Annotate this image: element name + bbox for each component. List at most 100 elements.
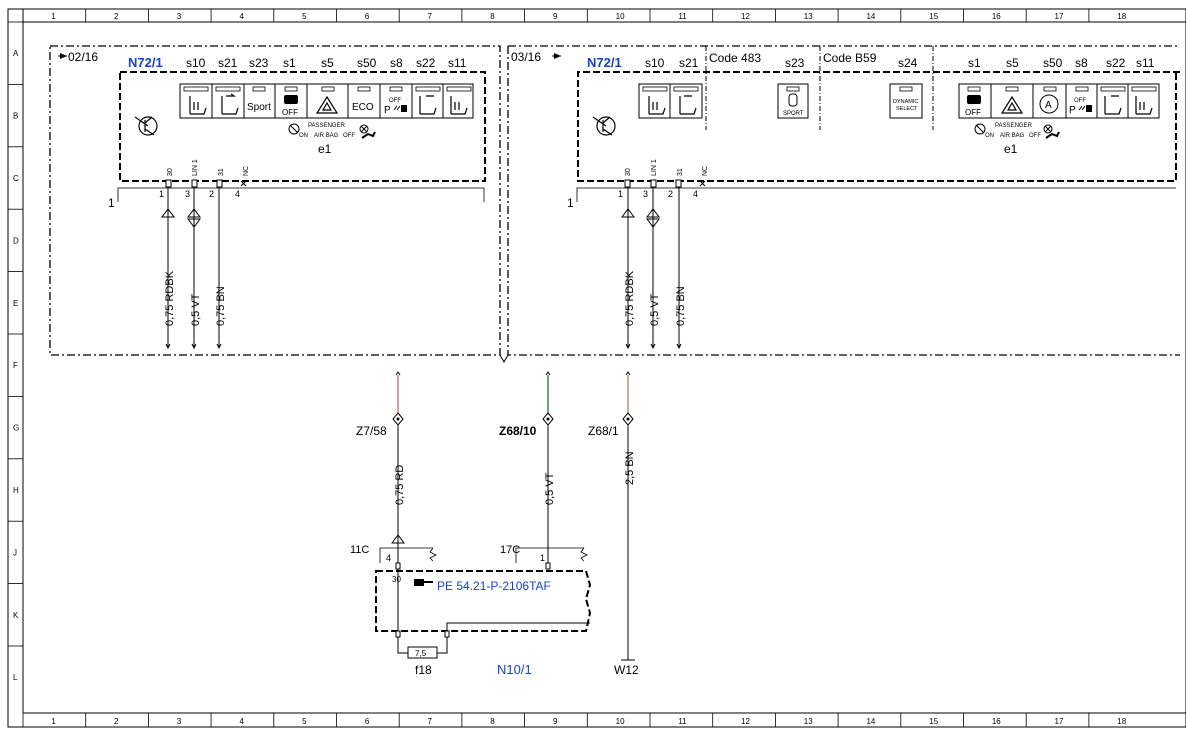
right-connector: 1 1 3 2 4 30 LIN 1 31 NC (567, 159, 1176, 210)
left-ref[interactable]: 02/16 (68, 50, 98, 64)
esp-off-icon-r: OFF (965, 95, 981, 117)
left-pin-marker (391, 534, 405, 544)
grid-row-label: C (13, 174, 19, 183)
svg-text:PASSENGER: PASSENGER (308, 123, 346, 129)
svg-text:2: 2 (209, 189, 214, 199)
seat-heat-icon-r2 (1104, 95, 1122, 115)
switch-label: s21 (218, 56, 238, 70)
svg-text:4: 4 (235, 189, 240, 199)
svg-text:LIN 1: LIN 1 (651, 159, 658, 176)
boundary-junction (499, 354, 509, 364)
code-483-title: Code 483 (709, 51, 761, 65)
svg-text:1: 1 (540, 553, 545, 563)
switch-label: s5 (321, 56, 334, 70)
esp-off-icon: OFF (282, 95, 298, 117)
right-wire-vt: 0,5 VT (649, 293, 661, 326)
grid-col-label: 17 (1055, 717, 1064, 726)
grid-col-label: 4 (239, 717, 244, 726)
svg-text:1: 1 (159, 189, 164, 199)
btn-off-small-text: OFF (389, 98, 401, 104)
grid-col-label: 10 (616, 717, 625, 726)
right-wire-rdbk: 0,75 RDBK (624, 270, 636, 326)
svg-text:30: 30 (625, 168, 632, 176)
code-b59-switch: s24 (898, 56, 918, 70)
grid-col-label: 9 (553, 717, 558, 726)
btn-eco-text: ECO (352, 102, 374, 113)
grid-col-label: 18 (1117, 12, 1126, 21)
svg-text:A: A (1045, 100, 1052, 111)
start-stop-icon: A (1039, 94, 1059, 114)
svg-text:SELECT: SELECT (896, 106, 918, 112)
svg-text:OFF: OFF (965, 108, 981, 117)
grid-row-label: K (13, 611, 19, 620)
left-wire-bn: 0,75 BN (215, 286, 227, 326)
svg-text:NC: NC (243, 166, 250, 176)
svg-text:31: 31 (218, 168, 225, 176)
grid-col-label: 7 (428, 717, 433, 726)
grid-col-label: 17 (1055, 12, 1064, 21)
grid-row-label: J (13, 548, 17, 557)
left-wires (161, 187, 222, 350)
svg-text:1: 1 (618, 189, 623, 199)
switch-label: s22 (416, 56, 436, 70)
left-module-name[interactable]: N72/1 (128, 55, 163, 70)
grid-col-label: 14 (866, 12, 875, 21)
label-z68-1[interactable]: Z68/1 (588, 424, 619, 438)
svg-text:1: 1 (567, 196, 574, 210)
label-11c: 11C (350, 544, 369, 556)
svg-text:1: 1 (108, 196, 115, 210)
switch-label: s23 (249, 56, 269, 70)
grid-col-label: 16 (992, 12, 1001, 21)
grid-col-label: 8 (490, 12, 495, 21)
dynamic-select-button: DYNAMIC SELECT (889, 83, 923, 119)
right-wire-bn: 0,75 BN (675, 286, 687, 326)
grid-col-label: 12 (741, 717, 750, 726)
switch-label: s8 (390, 56, 403, 70)
right-module-name[interactable]: N72/1 (587, 55, 622, 70)
frame (7, 8, 1186, 728)
grid-col-label: 13 (804, 12, 813, 21)
module-n10-1[interactable]: N10/1 (497, 662, 532, 677)
grid-col-label: 16 (992, 717, 1001, 726)
label-z68-10[interactable]: Z68/10 (499, 424, 537, 438)
grid-row-label: D (13, 236, 19, 245)
grid-row-label: E (13, 299, 18, 308)
lower-section: Z7/58 Z68/10 Z68/1 0,75 RD 0,5 VT 2,5 BN… (350, 371, 639, 677)
seat-heat-icon-r (648, 96, 666, 115)
seat-adjust-icon-r2 (1135, 96, 1153, 115)
fuse-value: 7,5 (415, 649, 427, 658)
grid-col-label: 14 (866, 717, 875, 726)
right-outer-boundary (507, 45, 1180, 356)
fuse-label: f18 (415, 663, 432, 677)
svg-text:OFF: OFF (343, 133, 355, 139)
grid-col-label: 2 (114, 12, 119, 21)
svg-text:4: 4 (693, 189, 698, 199)
right-ref[interactable]: 03/16 (511, 50, 541, 64)
left-module-box (119, 71, 486, 182)
left-button-strip: Sport OFF ECO OFF P (179, 83, 474, 119)
svg-text:LIN 1: LIN 1 (192, 159, 199, 176)
grid-row-label: B (13, 112, 18, 121)
ref-link-text[interactable]: PE 54.21-P-2106TAF (437, 579, 551, 593)
right-wires (621, 187, 682, 350)
right-module-box (577, 71, 1180, 182)
left-wire-rdbk: 0,75 RDBK (164, 270, 176, 326)
label-z7-58[interactable]: Z7/58 (356, 424, 387, 438)
svg-text:3: 3 (185, 189, 190, 199)
svg-text:ON: ON (299, 133, 308, 139)
reference-link[interactable]: PE 54.21-P-2106TAF (414, 579, 551, 593)
svg-text:SPORT: SPORT (783, 111, 804, 117)
switch-label: s8 (1075, 56, 1088, 70)
hazard-icon (315, 95, 339, 114)
btn-sport-text: Sport (247, 102, 271, 113)
grid-col-label: 8 (490, 717, 495, 726)
pointing-hand-icon (414, 579, 433, 586)
svg-text:ON: ON (985, 133, 994, 139)
switch-label: s10 (186, 56, 206, 70)
svg-text:OFF: OFF (282, 108, 298, 117)
svg-text:NC: NC (702, 166, 709, 176)
grid-row-label: H (13, 486, 19, 495)
